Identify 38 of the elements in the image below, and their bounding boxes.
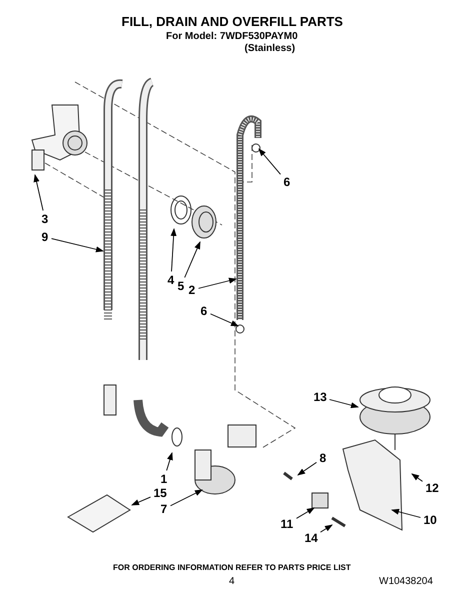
document-number: W10438204 bbox=[379, 576, 433, 587]
callout-number: 9 bbox=[40, 230, 50, 244]
leader-line bbox=[34, 174, 44, 211]
page-number: 4 bbox=[229, 576, 235, 587]
model-number: For Model: 7WDF530PAYM0 bbox=[166, 31, 298, 42]
callout-number: 12 bbox=[424, 482, 440, 494]
leader-line bbox=[411, 473, 423, 482]
leader-line bbox=[297, 462, 317, 476]
leader-line bbox=[166, 452, 173, 471]
leader-line bbox=[184, 241, 200, 278]
leader-line bbox=[210, 313, 239, 326]
callout-number: 7 bbox=[160, 502, 168, 516]
callout-number: 5 bbox=[176, 280, 186, 292]
leader-line bbox=[329, 399, 359, 408]
leader-line bbox=[296, 508, 315, 519]
leader-line bbox=[391, 508, 421, 518]
callout-number: 8 bbox=[318, 452, 328, 464]
ordering-note: FOR ORDERING INFORMATION REFER TO PARTS PRICE LIST bbox=[113, 563, 351, 572]
leader-line bbox=[170, 490, 203, 506]
diagram-title: FILL, DRAIN AND OVERFILL PARTS bbox=[122, 14, 343, 29]
leader-line bbox=[170, 228, 177, 272]
leader-line bbox=[131, 496, 151, 506]
callout-number: 13 bbox=[312, 390, 328, 404]
callout-number: 14 bbox=[304, 532, 319, 544]
callout-number: 2 bbox=[188, 284, 196, 296]
leader-line bbox=[320, 524, 333, 533]
leader-line bbox=[198, 278, 237, 289]
callout-number: 6 bbox=[282, 176, 292, 188]
callout-number: 10 bbox=[422, 514, 438, 526]
callout-number: 3 bbox=[40, 212, 50, 226]
leader-line bbox=[258, 148, 281, 175]
finish-note: (Stainless) bbox=[244, 43, 296, 54]
leader-line bbox=[51, 238, 104, 252]
callout-number: 4 bbox=[166, 274, 176, 286]
callout-number: 11 bbox=[280, 518, 294, 530]
callout-number: 1 bbox=[160, 472, 168, 486]
callout-number: 6 bbox=[200, 304, 208, 318]
callout-number: 15 bbox=[152, 486, 168, 500]
